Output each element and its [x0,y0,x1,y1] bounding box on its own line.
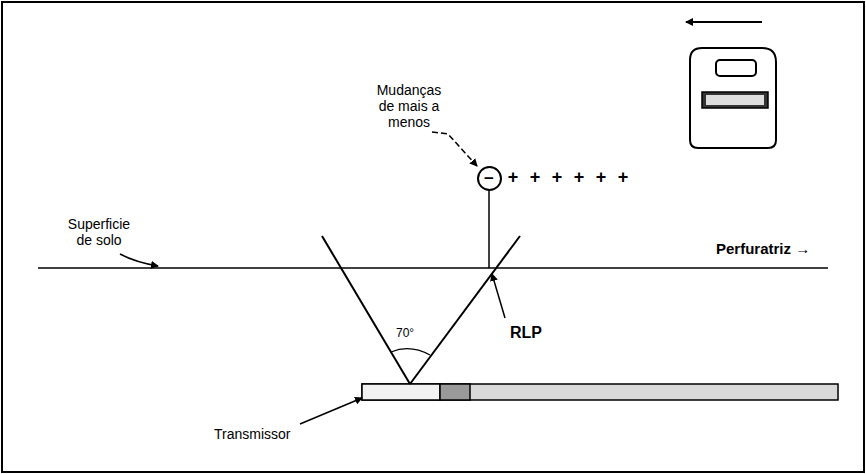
sign-text: − [484,170,494,187]
drill-label: Perfuratriz → [716,240,856,257]
plus-sign: + [506,167,520,187]
leader-line [300,398,362,424]
angle-label: 70° [396,326,436,340]
angle-arc [391,349,430,355]
plus-sign: + [550,167,564,187]
plus-sign: + [616,167,630,187]
sign-circle: − [477,166,502,191]
drill-string [362,384,838,400]
field-line [322,236,410,384]
leader-line [492,274,505,318]
part-label: Transmissor [214,426,324,442]
field-line [410,236,520,384]
leader-line [120,254,158,266]
ground-line [38,267,828,269]
plus-sign: + [594,167,608,187]
ground-label: Superficie de solo [60,216,138,248]
receiver-icon [690,48,776,148]
point-label: RLP [510,324,570,342]
direction-arrow [686,21,762,23]
plus-sign: + [528,167,542,187]
callout-text: Mudanças de mais a menos [368,82,450,130]
locate-line [488,190,490,268]
leader-line [432,132,477,166]
plus-sign: + [572,167,586,187]
